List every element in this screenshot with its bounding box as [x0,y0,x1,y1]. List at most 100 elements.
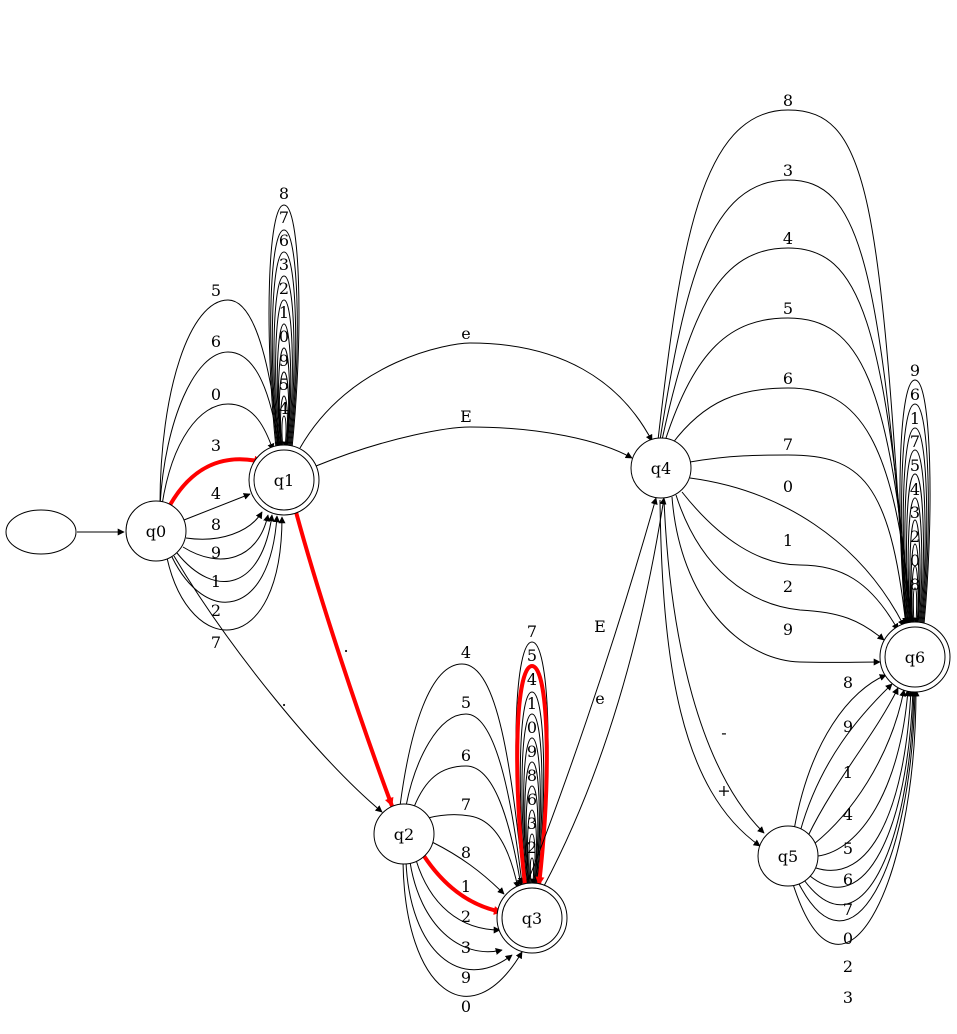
edge-q1-q2-dot-highlight [294,511,394,807]
edge-q2-q3-1-highlight [422,854,503,915]
edge-q2-q3-4 [399,663,527,885]
edge-label: 2 [279,279,289,298]
edge-q2-q3-0 [402,861,523,997]
edges [77,109,931,997]
edge-label: 4 [279,399,289,418]
edge-label: 9 [211,543,221,562]
edge-q4-q6-4 [661,247,913,625]
edge-label: 7 [527,622,537,641]
edge-label: 4 [527,670,537,689]
edge-label: 6 [783,369,793,388]
edge-label: 1 [843,763,853,782]
edge-q4-q5-minus [663,499,765,834]
edge-label: 9 [527,742,537,761]
edge-label: 1 [279,303,289,322]
edge-label: 2 [461,907,471,926]
start-node [5,509,77,555]
edge-label: 8 [783,91,793,110]
edge-label: 4 [910,480,920,499]
edge-label: 6 [527,790,537,809]
edge-label: 0 [279,327,289,346]
edge-label: 8 [843,673,853,692]
edge-label: 1 [527,694,537,713]
loop-q3-5-highlight [515,663,549,886]
edge-label: 7 [843,900,853,919]
edge-label: 6 [211,332,221,351]
nodes: q0 q1 q2 q3 q4 q5 q6 [5,437,951,954]
edge-label: 4 [783,229,793,248]
edge-q5-q6-0 [803,689,918,905]
edge-label: 4 [843,805,853,824]
edge-label: 1 [910,409,920,428]
edge-label: 5 [910,456,920,475]
edge-label: 6 [461,746,471,765]
edge-q2-q3-6 [413,765,524,887]
edge-q4-q6-2 [675,494,885,641]
edge-label: 7 [211,633,221,652]
state-q5-label: q5 [778,847,798,866]
state-q5[interactable]: q5 [757,825,819,887]
edge-label: 1 [783,531,793,550]
edge-q0-q1-3-highlight [168,455,263,506]
edges-q2-q3 [399,663,527,997]
edge-q2-q3-3 [409,861,503,955]
edge-label: 9 [461,968,471,987]
state-q1[interactable]: q1 [248,444,320,516]
edge-label: 0 [211,385,221,404]
loops-q6 [899,379,931,625]
edge-label: 7 [279,208,289,227]
edge-label: 8 [527,766,537,785]
edge-label: - [721,723,726,742]
edge-label: 3 [527,814,537,833]
edge-q4-q6-6 [671,387,915,625]
edge-label: 3 [461,938,471,957]
edge-label: E [460,407,472,426]
edge-q0-q1-4 [183,493,251,521]
edge-label: 3 [910,503,920,522]
edge-label: 2 [527,838,537,857]
state-q1-label: q1 [274,471,294,490]
edge-label: 6 [279,231,289,250]
edge-label: 5 [461,693,471,712]
edge-q5-q6-7 [809,689,917,888]
edge-q0-q1-7 [166,516,286,631]
edge-q0-q1-1 [176,514,275,582]
edge-q0-q1-0 [161,403,275,506]
edge-q5-q6-2 [797,689,919,922]
edge-label: 8 [211,515,221,534]
edge-label: 0 [461,997,471,1016]
state-q6-label: q6 [905,648,925,667]
edge-q1-q4-e [299,342,653,449]
state-q3[interactable]: q3 [496,882,568,954]
edge-q5-q6-5 [817,689,911,857]
edge-label: 5 [843,839,853,858]
state-q2-label: q2 [394,825,414,844]
edge-label: 5 [783,299,793,318]
loops-q3 [515,641,549,886]
edges-q5-q6 [792,674,920,945]
edge-q0-q1-6 [159,351,282,506]
edge-label: 2 [910,527,920,546]
edge-label: 7 [461,795,471,814]
state-q4[interactable]: q4 [630,437,692,499]
state-q2[interactable]: q2 [373,803,435,865]
state-q6[interactable]: q6 [879,621,951,693]
edge-q4-q6-3 [659,179,912,625]
edge-label: 2 [843,957,853,976]
edge-label: 9 [843,717,853,736]
state-q0[interactable]: q0 [125,500,187,562]
edge-q1-q4-E [315,426,633,467]
edge-label: 0 [843,929,853,948]
state-q4-label: q4 [651,459,671,478]
edge-q0-q1-9 [182,514,271,560]
edge-label: 7 [910,432,920,451]
edge-q4-q6-1 [681,491,899,631]
edge-label: 5 [279,375,289,394]
edge-q0-q1-2 [171,515,281,603]
state-q0-label: q0 [146,522,166,541]
edge-label: 9 [279,351,289,370]
edge-label: 9 [910,361,920,380]
edge-q4-q6-0 [689,477,905,627]
